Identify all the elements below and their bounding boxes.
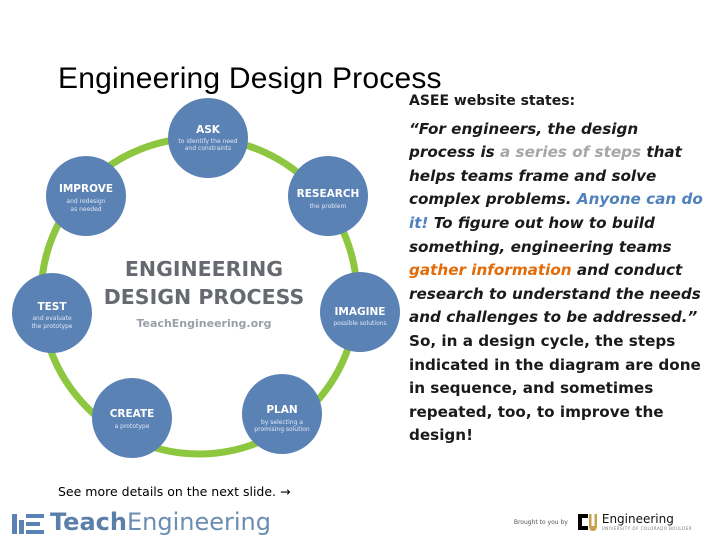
node-ask: ASK to identify the need and constraints	[168, 98, 248, 178]
node-imagine: IMAGINE possible solutions	[320, 272, 400, 352]
design-cycle-paragraph: So, in a design cycle, the steps indicat…	[409, 330, 709, 448]
node-research: RESEARCH the problem	[288, 156, 368, 236]
next-slide-note: See more details on the next slide. →	[58, 484, 290, 499]
node-imagine-title: IMAGINE	[335, 306, 386, 318]
center-title-line1: ENGINEERING	[125, 257, 283, 281]
quote-highlight-gather: gather information	[409, 261, 572, 280]
asee-quote: “For engineers, the design process is a …	[409, 118, 709, 330]
node-plan: PLAN by selecting a promising solution	[242, 374, 322, 454]
quote-part-3: To figure out how to build something, en…	[409, 213, 672, 256]
support-text: Brought to you by	[513, 518, 568, 526]
quote-part-1: “For engineers, the design process is	[409, 119, 639, 162]
node-create-sub1: a prototype	[115, 423, 150, 430]
node-create: CREATE a prototype	[92, 378, 172, 458]
node-plan-sub2: promising solution	[254, 426, 310, 433]
center-title-line2: DESIGN PROCESS	[104, 285, 304, 309]
node-ask-sub2: and constraints	[185, 145, 232, 152]
design-cycle-text: So, in a design cycle, the steps indicat…	[409, 331, 701, 445]
teachengineering-wordmark: TeachEngineering	[50, 508, 271, 536]
node-research-title: RESEARCH	[297, 188, 360, 200]
quote-part-2: that helps teams frame and solve complex…	[409, 143, 682, 209]
node-imagine-sub1: possible solutions	[333, 320, 386, 327]
node-test-sub2: the prototype	[32, 323, 73, 330]
quote-highlight-steps: a series of steps	[500, 143, 642, 162]
node-test-title: TEST	[37, 301, 67, 313]
node-improve: IMPROVE and redesign as needed	[46, 156, 126, 236]
node-improve-sub2: as needed	[70, 206, 101, 213]
node-improve-title: IMPROVE	[59, 183, 113, 195]
next-slide-text: See more details on the next slide.	[58, 484, 277, 499]
node-research-sub1: the problem	[310, 203, 347, 210]
quote-heading: ASEE website states:	[409, 93, 576, 109]
cu-engineering-credit: Brought to you by Engineering UNIVERSITY…	[514, 511, 692, 533]
node-plan-sub1: by selecting a	[261, 419, 303, 426]
node-test: TEST and evaluate the prototype	[12, 273, 92, 353]
node-improve-sub1: and redesign	[66, 198, 105, 205]
quote-part-4: and conduct research to understand the n…	[409, 261, 701, 327]
node-test-sub1: and evaluate	[32, 315, 72, 322]
quote-highlight-anyone: Anyone can do it!	[409, 190, 703, 232]
node-create-title: CREATE	[110, 408, 155, 420]
teachengineering-logo: TeachEngineering	[12, 508, 271, 536]
cu-logo-icon	[577, 514, 597, 531]
arrow-right-icon: →	[280, 484, 291, 499]
teachengineering-mark-icon	[12, 514, 44, 534]
center-url: TeachEngineering.org	[137, 317, 272, 330]
node-ask-sub1: to identify the need	[178, 138, 237, 145]
node-plan-title: PLAN	[266, 404, 297, 416]
engineering-text: Engineering	[601, 512, 674, 526]
node-ask-title: ASK	[196, 124, 221, 136]
asee-quote-block: ASEE website states: “For engineers, the…	[409, 90, 709, 448]
slide-title: Engineering Design Process	[58, 62, 442, 95]
engineering-subtext: UNIVERSITY OF COLORADO BOULDER	[601, 526, 692, 531]
